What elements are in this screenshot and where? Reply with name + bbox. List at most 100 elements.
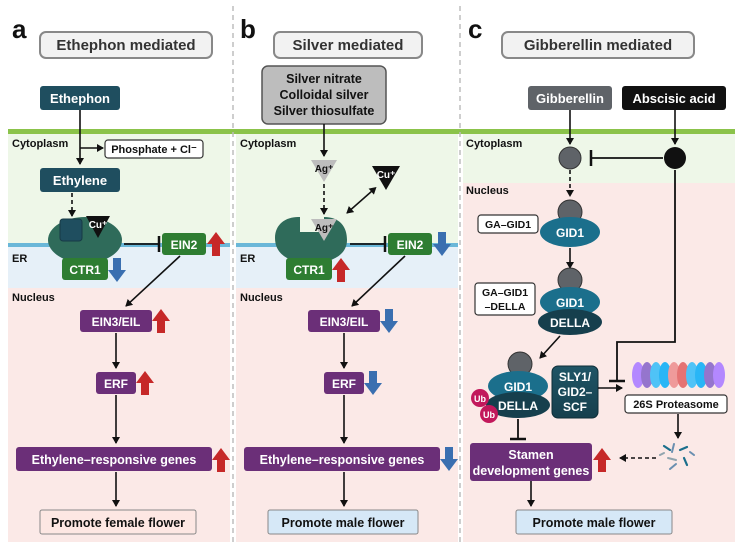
arrow-ein2-ein3-b [351,255,406,307]
panel-b: b Silver mediated Silver nitrate Colloid… [240,14,458,535]
stamen-label-2: development genes [473,464,590,478]
er-label-a: ER [12,253,27,265]
ein2-down-arrow-b [433,232,451,256]
panel-a-letter: a [12,14,27,44]
gid1-complex-1 [540,217,600,247]
ag-label-bound: Ag⁺ [315,223,334,234]
gid1-label-2: GID1 [556,296,584,310]
nucleus-label-a: Nucleus [12,292,55,304]
della-complex-2 [538,309,602,335]
panel-c: c Gibberellin mediated Gibberellin Absci… [466,14,728,535]
ein3-down-arrow-b [380,309,398,333]
degraded-fragments-icon [659,443,695,470]
ein2-label-a: EIN2 [171,238,198,252]
ga-gid1-della-box [474,282,536,316]
ub-circle-1 [471,389,489,407]
aba-box [622,86,726,110]
panel-c-letter: c [468,14,482,44]
ein3-up-arrow-a [152,309,170,333]
gid1-label-3: GID1 [504,380,532,394]
outcome-label-c: Promote male flower [533,516,656,530]
panel-c-title: Gibberellin mediated [524,37,672,54]
ein2-up-arrow-a [207,232,225,256]
outcome-box-c [515,509,673,535]
cu-triangle-b [372,166,400,190]
outcome-label-b: Promote male flower [282,516,405,530]
er-label-b: ER [240,253,255,265]
erf-label-a: ERF [104,377,128,391]
ub-label-2: Ub [483,410,495,420]
aba-label: Abscisic acid [632,91,715,106]
panel-c-title-box [501,31,695,59]
ub-circle-2 [480,405,498,423]
outcome-box-a [39,509,197,535]
phosphate-label: Phosphate + Cl⁻ [111,144,197,156]
cu-triangle-a [86,216,110,238]
genes-box-a [16,447,212,471]
ethylene-bound-square [59,218,83,242]
erf-box-a [96,372,136,394]
ga-gid1-label: GA–GID1 [485,219,531,231]
ag-label-top: Ag⁺ [315,164,334,175]
gid1-label-1: GID1 [556,226,584,240]
erf-up-arrow-a [136,371,154,395]
stamen-label-1: Stamen [508,448,553,462]
ctr1-box-b [286,258,332,280]
ethylene-label: Ethylene [53,173,107,188]
genes-down-arrow-b [440,447,458,471]
ga-gid1-box [477,214,539,234]
scf-label-1: SLY1/ [559,370,592,384]
ag-triangle-top [311,160,337,182]
gid1-complex-2 [540,287,600,317]
gibberellin-label: Gibberellin [536,91,604,106]
ub-label-1: Ub [474,394,486,404]
panel-b-title-box [273,31,423,59]
panel-b-letter: b [240,14,256,44]
outcome-label-a: Promote female flower [51,516,185,530]
ethylene-receptor-a [48,217,122,263]
proteasome-box [624,394,728,414]
genes-up-arrow-a [212,448,230,472]
nucleus-label-b: Nucleus [240,292,283,304]
arrow-della-scf [539,335,561,359]
panel-a: a Ethephon mediated Ethephon Cytoplasm P… [12,14,230,535]
genes-label-a: Ethylene–responsive genes [32,453,197,467]
cytoplasm-label-a: Cytoplasm [12,138,68,150]
proteasome-label: 26S Proteasome [633,399,719,411]
ctr1-down-arrow-a [108,258,126,282]
scf-label-3: SCF [563,400,587,414]
ein2-label-b: EIN2 [397,238,424,252]
ein3-label-a: EIN3/EIL [92,315,141,329]
silver-line-3: Silver thiosulfate [274,104,375,118]
ga-gid1-della-label-1: GA–GID1 [482,287,528,299]
cu-label-a: Cu⁺ [89,220,108,231]
ga-molecule-circle [558,146,582,170]
ctr1-box-a [62,258,108,280]
della-label-2: DELLA [550,316,590,330]
ein3-box-a [80,310,152,332]
silver-line-1: Silver nitrate [286,72,362,86]
gibberellin-box [528,86,612,110]
arrow-ein2-ein3-a [125,255,181,307]
ein3-label-b: EIN3/EIL [320,315,369,329]
ga-gid1-della-label-2: –DELLA [485,301,526,313]
ethylene-box [40,168,120,192]
panel-a-title-box [39,31,213,59]
ethephon-label: Ethephon [50,91,110,106]
della-complex-3 [486,392,550,418]
genes-label-b: Ethylene–responsive genes [260,453,425,467]
panel-a-title: Ethephon mediated [56,37,195,54]
gid1-complex-3 [488,371,548,401]
erf-label-b: ERF [332,377,356,391]
genes-box-b [244,447,440,471]
ethephon-box [40,86,120,110]
della-label-3: DELLA [498,399,538,413]
scf-label-2: GID2– [558,385,593,399]
phosphate-box [104,139,204,159]
scf-complex-box [551,365,599,419]
arrow-cu-exchange [346,187,377,214]
nucleus-label-c: Nucleus [466,185,509,197]
backgrounds [8,133,735,542]
stamen-up-arrow [593,448,611,472]
